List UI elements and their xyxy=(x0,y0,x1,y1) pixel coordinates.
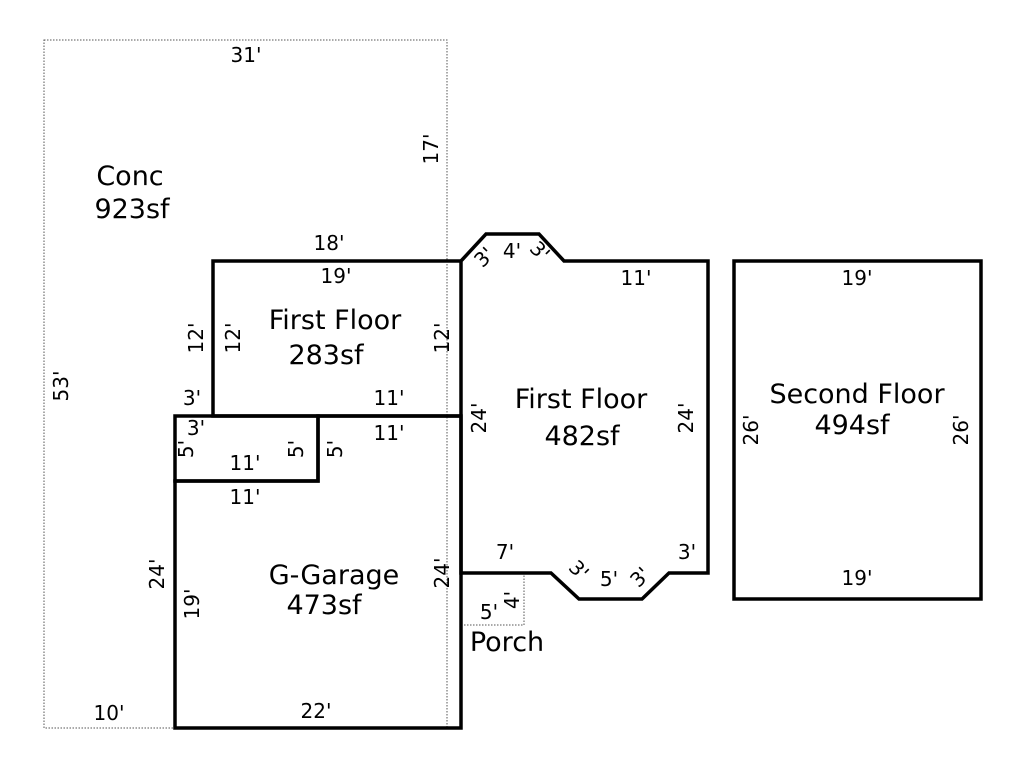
dim-garage-left-outer: 24' xyxy=(145,559,169,590)
dim-second-left: 26' xyxy=(739,415,763,446)
dim-conc-bottom: 10' xyxy=(94,701,125,725)
dim-upper-left-inner: 12' xyxy=(221,323,245,354)
second-floor-outline xyxy=(732,259,983,601)
dim-notch-right: 5' xyxy=(323,440,347,458)
dim-ledge-bottom: 11' xyxy=(374,421,405,445)
dim-bay-top-mid: 4' xyxy=(503,239,521,263)
garage-name-label: G-Garage xyxy=(269,560,400,591)
dim-main-right: 24' xyxy=(674,403,698,434)
dim-upper-right: 12' xyxy=(430,323,454,354)
dim-step-left: 5' xyxy=(174,440,198,458)
dim-conc-right: 17' xyxy=(419,134,443,165)
dim-mid-bottom: 11' xyxy=(230,485,261,509)
dim-main-top: 11' xyxy=(621,266,652,290)
dim-main-bottom-left: 7' xyxy=(496,540,514,564)
dim-step-top: 3' xyxy=(183,386,201,410)
dim-second-right: 26' xyxy=(949,415,973,446)
dim-bay-top-right: 3' xyxy=(525,236,555,266)
dim-upper-top-outer: 18' xyxy=(314,231,345,255)
conc-name-label: Conc xyxy=(96,161,163,192)
first-floor-main-area-label: 482sf xyxy=(544,421,621,452)
dim-porch-depth: 4' xyxy=(500,591,524,609)
porch-outline xyxy=(461,573,525,626)
dim-garage-right: 24' xyxy=(430,558,454,589)
dim-conc-left: 53' xyxy=(49,371,73,402)
dim-mid-top: 11' xyxy=(230,451,261,475)
dim-second-bottom: 19' xyxy=(842,566,873,590)
dim-garage-left-inner: 19' xyxy=(180,589,204,620)
dim-main-bottom-right: 3' xyxy=(678,540,696,564)
dim-bay-bottom-mid: 5' xyxy=(600,567,618,591)
dim-conc-top: 31' xyxy=(231,43,262,67)
dim-upper-top-inner: 19' xyxy=(321,264,352,288)
dim-notch-left: 5' xyxy=(284,440,308,458)
conc-outline xyxy=(43,39,448,729)
dim-garage-bottom: 22' xyxy=(301,699,332,723)
dim-second-top: 19' xyxy=(842,266,873,290)
first-floor-main-outline xyxy=(459,232,710,601)
first-floor-upper-area-label: 283sf xyxy=(288,340,365,371)
dim-step-inner: 3' xyxy=(187,416,205,440)
first-floor-main-name-label: First Floor xyxy=(515,384,648,415)
porch-name-label: Porch xyxy=(470,627,544,658)
dim-main-left: 24' xyxy=(467,403,491,434)
dim-upper-left-outer: 12' xyxy=(184,323,208,354)
dim-bay-bottom-left: 3' xyxy=(564,555,594,585)
dim-bay-bottom-right: 3' xyxy=(625,562,655,592)
garage-area-label: 473sf xyxy=(286,590,363,621)
dim-ledge-top: 11' xyxy=(374,386,405,410)
conc-area-label: 923sf xyxy=(94,194,171,225)
second-floor-name-label: Second Floor xyxy=(769,379,945,410)
first-floor-upper-name-label: First Floor xyxy=(269,305,402,336)
second-floor-area-label: 494sf xyxy=(814,410,891,441)
dim-porch-width: 5' xyxy=(480,600,498,624)
